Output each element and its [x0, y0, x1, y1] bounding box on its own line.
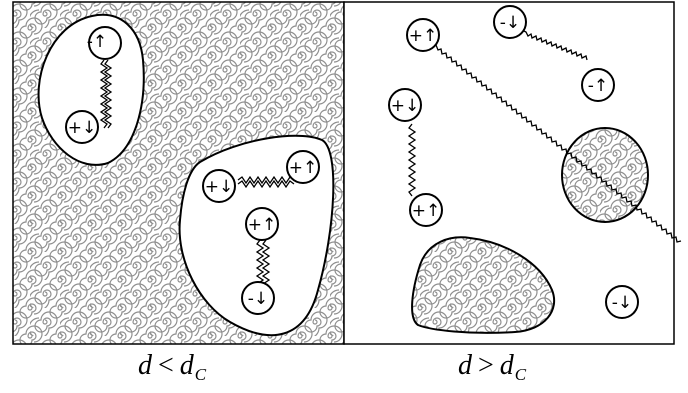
caption-right-sub: C [515, 365, 526, 384]
caption-left-op: < [158, 350, 174, 381]
caption-left-var: d [138, 350, 152, 381]
particle-label: +↑ [289, 158, 318, 178]
particle-label: +↑ [248, 215, 277, 235]
particle-label: +↑ [409, 26, 438, 46]
particle-label: -↑ [588, 76, 608, 96]
particle-label: -↑ [87, 32, 107, 52]
particle-minus-up-6: -↑ [582, 69, 614, 101]
caption-left-sub: C [195, 365, 206, 384]
caption-right-op: > [478, 350, 494, 381]
particle-plus-down-1: +↓ [66, 111, 98, 143]
particle-minus-down-3: -↓ [242, 282, 274, 314]
particle-plus-up-3: +↑ [246, 208, 278, 240]
caption-left: d<dC [138, 350, 206, 390]
particle-plus-up-4: +↑ [410, 194, 442, 226]
caption-right-var: d [458, 350, 472, 381]
particle-minus-down-6: -↓ [494, 6, 526, 38]
right-panel: +↓ +↑ +↑ -↓ -↓ -↑ [344, 2, 681, 344]
particle-label: +↓ [68, 118, 97, 138]
diagram-figure: -↑ +↓ +↓ +↑ +↑ -↓ [0, 0, 688, 350]
caption-right: d>dC [458, 350, 526, 390]
particle-plus-up-5: +↑ [407, 19, 439, 51]
particle-label: -↓ [612, 293, 632, 313]
particle-label: -↓ [248, 289, 268, 309]
particle-plus-up-2: +↑ [287, 151, 319, 183]
particle-label: +↓ [391, 96, 420, 116]
particle-label: +↓ [205, 177, 234, 197]
particle-plus-down-2: +↓ [203, 170, 235, 202]
caption-right-crit: d [500, 350, 514, 381]
particle-label: -↓ [500, 13, 520, 33]
particle-label: +↑ [412, 201, 441, 221]
left-panel: -↑ +↓ +↓ +↑ +↑ -↓ [13, 2, 344, 344]
island-right [562, 128, 648, 222]
particle-plus-down-4: +↓ [389, 89, 421, 121]
caption-left-crit: d [180, 350, 194, 381]
particle-minus-down-5: -↓ [606, 286, 638, 318]
